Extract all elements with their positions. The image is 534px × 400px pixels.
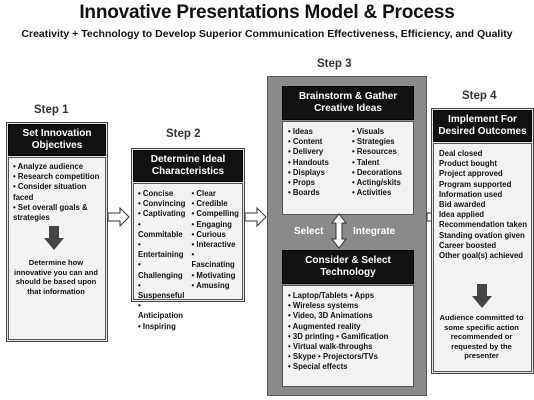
outcome-item: Product bought bbox=[439, 159, 498, 169]
diagram-title: Innovative Presentations Model & Process bbox=[79, 2, 455, 23]
step4-note: Audience committed to some specific acti… bbox=[439, 313, 524, 361]
characteristic: Commitable bbox=[138, 220, 186, 240]
characteristic: Inspiring bbox=[138, 322, 186, 332]
idea-item: Delivery bbox=[288, 147, 346, 157]
characteristic: Anticipation bbox=[138, 301, 186, 321]
step2-right-list: Clear Credible Compelling Engaging Curio… bbox=[192, 189, 240, 332]
step1-item: Set overall goals & strategies bbox=[13, 203, 102, 223]
outcome-item: Standing ovation given bbox=[439, 230, 525, 240]
diagram-subtitle: Creativity + Technology to Develop Super… bbox=[21, 28, 513, 40]
outcome-item: Program supported bbox=[439, 179, 512, 189]
characteristic: Fascinating bbox=[192, 250, 240, 270]
idea-item: Displays bbox=[288, 168, 346, 178]
characteristic: Amusing bbox=[192, 281, 240, 291]
idea-item: Decorations bbox=[352, 168, 410, 178]
idea-item: Resources bbox=[352, 147, 410, 157]
step1-label: Step 1 bbox=[34, 104, 69, 116]
step1-note: Determine how innovative you can and sho… bbox=[14, 258, 98, 296]
outcome-item: Career boosted bbox=[439, 240, 497, 250]
idea-item: Boards bbox=[288, 188, 346, 198]
step2-label: Step 2 bbox=[166, 128, 201, 140]
step1-item: Consider situation faced bbox=[13, 182, 102, 202]
double-vertical-arrow-icon bbox=[330, 213, 348, 249]
idea-item: Activities bbox=[352, 188, 410, 198]
idea-item: Ideas bbox=[288, 127, 346, 137]
characteristic: Credible bbox=[192, 199, 240, 209]
outcome-item: Information used bbox=[439, 189, 503, 199]
characteristic: Challenging bbox=[138, 260, 186, 280]
step1-items: Analyze audience Research competition Co… bbox=[9, 158, 105, 223]
step2-left-list: Concise Convincing Captivating Commitabl… bbox=[138, 189, 186, 332]
technology-header: Consider & Select Technology bbox=[282, 250, 414, 284]
integrate-label: Integrate bbox=[353, 226, 396, 237]
idea-item: Props bbox=[288, 178, 346, 188]
technology-item: Wireless systems bbox=[288, 301, 410, 311]
technology-item: Virtual walk-throughs bbox=[288, 342, 410, 352]
characteristic: Suspenseful bbox=[138, 281, 186, 301]
characteristic: Motivating bbox=[192, 271, 240, 281]
step1-panel: Analyze audience Research competition Co… bbox=[8, 157, 106, 340]
technology-panel: Laptop/Tablets • Apps Wireless systems V… bbox=[282, 285, 414, 387]
outcomes-list: Deal closed Product bought Project appro… bbox=[434, 144, 531, 261]
outcome-item: Project approved bbox=[439, 169, 503, 179]
step4-label: Step 4 bbox=[462, 90, 497, 102]
outcome-item: Recommendation taken bbox=[439, 220, 527, 230]
step4-header: Implement For Desired Outcomes bbox=[433, 110, 532, 142]
step1-header: Set Innovation Objectives bbox=[8, 124, 106, 156]
characteristic: Concise bbox=[138, 189, 186, 199]
outcome-item: Idea applied bbox=[439, 210, 485, 220]
technology-item: 3D printing • Gamification bbox=[288, 332, 410, 342]
characteristic: Captivating bbox=[138, 209, 186, 219]
technology-list: Laptop/Tablets • Apps Wireless systems V… bbox=[283, 286, 413, 373]
technology-item: Skype • Projectors/TVs bbox=[288, 352, 410, 362]
step2-header: Determine Ideal Characteristics bbox=[133, 150, 243, 182]
characteristic: Interactive bbox=[192, 240, 240, 250]
characteristic: Convincing bbox=[138, 199, 186, 209]
technology-item: Video, 3D Animations bbox=[288, 311, 410, 321]
brainstorm-panel: Ideas Content Delivery Handouts Displays… bbox=[282, 121, 414, 215]
idea-item: Visuals bbox=[352, 127, 410, 137]
brainstorm-header: Brainstorm & Gather Creative Ideas bbox=[282, 86, 414, 120]
idea-item: Acting/skits bbox=[352, 178, 410, 188]
step1-item: Research competition bbox=[13, 172, 102, 182]
technology-item: Special effects bbox=[288, 362, 410, 372]
idea-item: Content bbox=[288, 137, 346, 147]
right-arrow-icon bbox=[244, 206, 267, 228]
step2-panel: Concise Convincing Captivating Commitabl… bbox=[133, 183, 243, 331]
outcome-item: Other goal(s) achieved bbox=[439, 251, 524, 261]
brainstorm-right-list: Visuals Strategies Resources Talent Deco… bbox=[352, 127, 410, 198]
characteristic: Clear bbox=[192, 189, 240, 199]
step4-panel: Deal closed Product bought Project appro… bbox=[433, 143, 532, 372]
down-arrow-icon bbox=[472, 284, 492, 308]
step1-item: Analyze audience bbox=[13, 162, 102, 172]
technology-item: Laptop/Tablets • Apps bbox=[288, 291, 410, 301]
right-arrow-icon bbox=[107, 206, 130, 228]
characteristic: Curious bbox=[192, 230, 240, 240]
idea-item: Handouts bbox=[288, 158, 346, 168]
characteristic: Compelling bbox=[192, 209, 240, 219]
technology-item: Augmented reality bbox=[288, 322, 410, 332]
characteristic: Entertaining bbox=[138, 240, 186, 260]
select-label: Select bbox=[294, 226, 324, 237]
outcome-item: Deal closed bbox=[439, 149, 483, 158]
outcome-item: Bid awarded bbox=[439, 200, 486, 210]
brainstorm-left-list: Ideas Content Delivery Handouts Displays… bbox=[288, 127, 346, 198]
characteristic: Engaging bbox=[192, 220, 240, 230]
step3-label: Step 3 bbox=[317, 58, 352, 70]
down-arrow-icon bbox=[44, 226, 64, 250]
idea-item: Strategies bbox=[352, 137, 410, 147]
idea-item: Talent bbox=[352, 158, 410, 168]
